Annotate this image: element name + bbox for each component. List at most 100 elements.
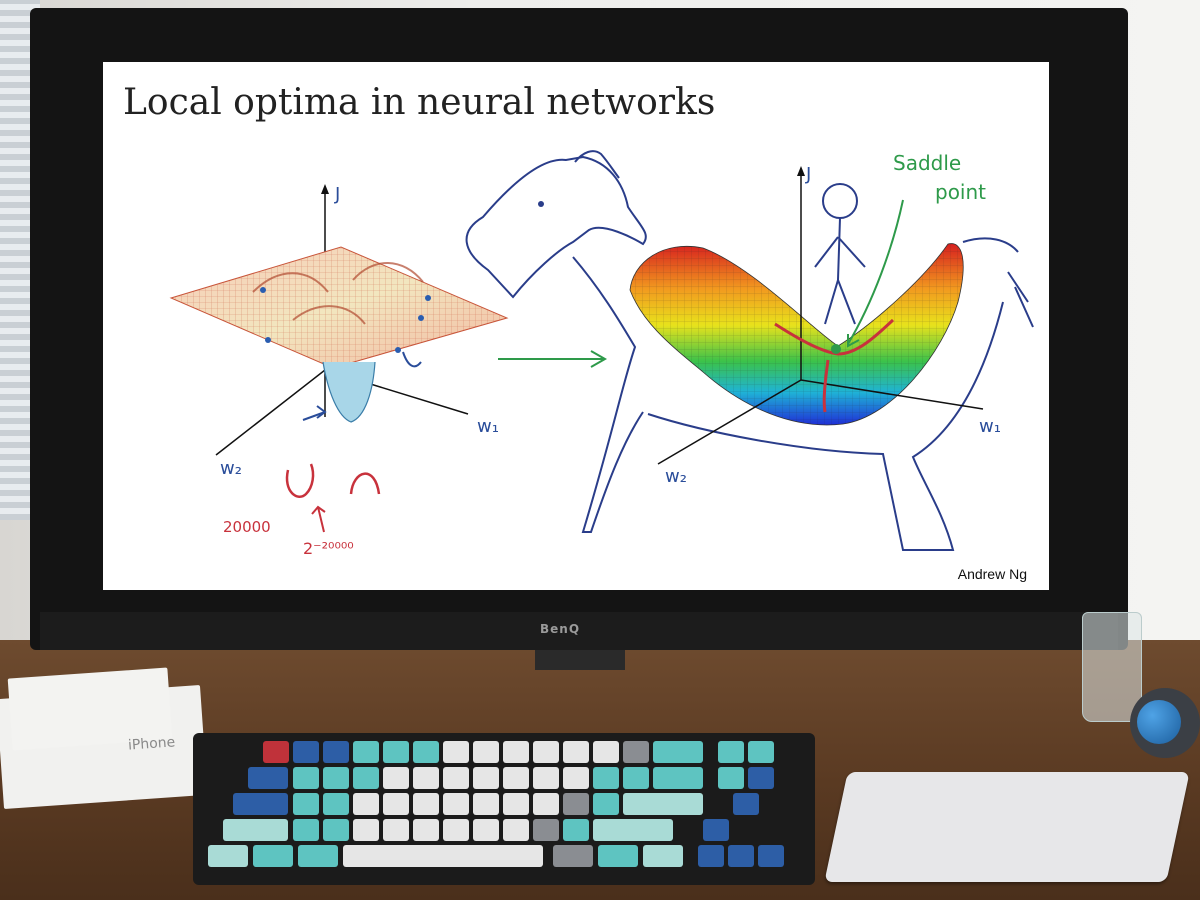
local-minimum-dot bbox=[265, 337, 271, 343]
keyboard-key bbox=[323, 819, 349, 841]
keyboard-key bbox=[413, 819, 439, 841]
left-local-optima-plot: J w₁ w₂ 20000 2⁻²⁰⁰⁰⁰ bbox=[169, 184, 509, 558]
keyboard-key bbox=[353, 767, 379, 789]
local-minimum-dot bbox=[395, 347, 401, 353]
keyboard-key bbox=[758, 845, 784, 867]
keyboard-key bbox=[563, 741, 589, 763]
keyboard-key bbox=[728, 845, 754, 867]
keyboard-key bbox=[208, 845, 248, 867]
keyboard-key bbox=[413, 741, 439, 763]
monitor-stand bbox=[535, 650, 625, 670]
keyboard-key bbox=[323, 741, 349, 763]
red-arrow-icon bbox=[311, 505, 326, 533]
keyboard-key bbox=[623, 793, 703, 815]
keyboard-key bbox=[443, 793, 469, 815]
slide-author: Andrew Ng bbox=[957, 566, 1027, 582]
keyboard-key bbox=[533, 741, 559, 763]
left-w2-axis bbox=[215, 369, 326, 456]
keyboard-key bbox=[503, 793, 529, 815]
keyboard-key bbox=[443, 741, 469, 763]
keyboard-key bbox=[353, 793, 379, 815]
local-minimum-dot bbox=[418, 315, 424, 321]
keyboard-key bbox=[503, 767, 529, 789]
keyboard-key bbox=[553, 845, 593, 867]
right-w2-axis bbox=[657, 379, 802, 465]
saddle-pointer-line bbox=[847, 199, 904, 345]
keyboard-key bbox=[718, 741, 744, 763]
keyboard-key bbox=[533, 819, 559, 841]
saddle-red-curve bbox=[774, 318, 895, 356]
monitor-chin bbox=[40, 612, 1118, 650]
horse-body-drawing bbox=[647, 301, 1004, 551]
right-w2-label: w₂ bbox=[665, 466, 687, 487]
keyboard-key bbox=[413, 793, 439, 815]
keyboard-key bbox=[623, 767, 649, 789]
keyboard-key bbox=[593, 741, 619, 763]
keyboard-key bbox=[223, 819, 288, 841]
keyboard-key bbox=[293, 741, 319, 763]
transition-arrow-icon bbox=[498, 350, 608, 368]
local-minimum-dot bbox=[425, 295, 431, 301]
keyboard-key bbox=[533, 793, 559, 815]
keyboard-key bbox=[598, 845, 638, 867]
dimension-count-label: 20000 bbox=[223, 518, 271, 536]
keyboard-key bbox=[748, 767, 774, 789]
keyboard-key bbox=[253, 845, 293, 867]
keyboard-key bbox=[353, 741, 379, 763]
keyboard-key bbox=[383, 819, 409, 841]
keyboard-key bbox=[563, 793, 589, 815]
keyboard-key bbox=[473, 819, 499, 841]
saddle-label-line1: Saddle bbox=[893, 151, 961, 175]
keyboard-key bbox=[383, 741, 409, 763]
keyboard-key bbox=[383, 767, 409, 789]
left-w1-label: w₁ bbox=[477, 416, 499, 437]
keyboard-key bbox=[443, 767, 469, 789]
trackball-ball bbox=[1137, 700, 1181, 744]
keyboard-key bbox=[593, 793, 619, 815]
keyboard-key bbox=[293, 767, 319, 789]
probability-label: 2⁻²⁰⁰⁰⁰ bbox=[303, 539, 354, 558]
keyboard-key bbox=[623, 741, 649, 763]
keyboard-key bbox=[653, 767, 703, 789]
keyboard-key bbox=[263, 741, 289, 763]
saddle-point-dot bbox=[831, 344, 841, 354]
keyboard-key bbox=[503, 741, 529, 763]
convex-u-shape-icon bbox=[285, 463, 315, 498]
keyboard-key bbox=[323, 793, 349, 815]
keyboard-key bbox=[748, 741, 774, 763]
left-w2-label: w₂ bbox=[220, 458, 242, 479]
pointer-arrow-icon bbox=[302, 405, 327, 421]
keyboard-spacebar bbox=[343, 845, 543, 867]
horse-front-leg-drawing bbox=[572, 256, 644, 533]
right-j-label: J bbox=[805, 164, 811, 185]
deep-minimum-well bbox=[322, 361, 376, 423]
keyboard-key bbox=[473, 767, 499, 789]
glass-jar bbox=[1082, 612, 1142, 722]
slide-drawing: J w₁ w₂ 20000 2⁻²⁰⁰⁰⁰ bbox=[169, 150, 1034, 558]
right-saddle-plot: J w₁ w₂ Saddle point bbox=[465, 150, 1034, 551]
local-minimum-dot bbox=[260, 287, 266, 293]
keyboard-key bbox=[733, 793, 759, 815]
keyboard-key bbox=[653, 741, 703, 763]
keyboard-key bbox=[643, 845, 683, 867]
keyboard-key bbox=[383, 793, 409, 815]
concave-n-shape-icon bbox=[349, 472, 381, 495]
keyboard-key bbox=[593, 767, 619, 789]
trackpad bbox=[824, 772, 1190, 882]
keyboard-key bbox=[473, 741, 499, 763]
keyboard-key bbox=[503, 819, 529, 841]
keyboard-key bbox=[593, 819, 673, 841]
keyboard-key bbox=[473, 793, 499, 815]
keyboard-key bbox=[698, 845, 724, 867]
keyboard-key bbox=[293, 819, 319, 841]
keyboard-key bbox=[248, 767, 288, 789]
presentation-slide: J w₁ w₂ 20000 2⁻²⁰⁰⁰⁰ bbox=[103, 62, 1049, 590]
iphone-box-label: iPhone bbox=[127, 734, 176, 754]
mechanical-keyboard bbox=[193, 733, 815, 885]
monitor-brand-logo: BenQ bbox=[539, 622, 581, 636]
keyboard-key bbox=[563, 767, 589, 789]
keyboard-key bbox=[533, 767, 559, 789]
right-w1-label: w₁ bbox=[979, 416, 1001, 437]
keyboard-key bbox=[718, 767, 744, 789]
keyboard-key bbox=[443, 819, 469, 841]
